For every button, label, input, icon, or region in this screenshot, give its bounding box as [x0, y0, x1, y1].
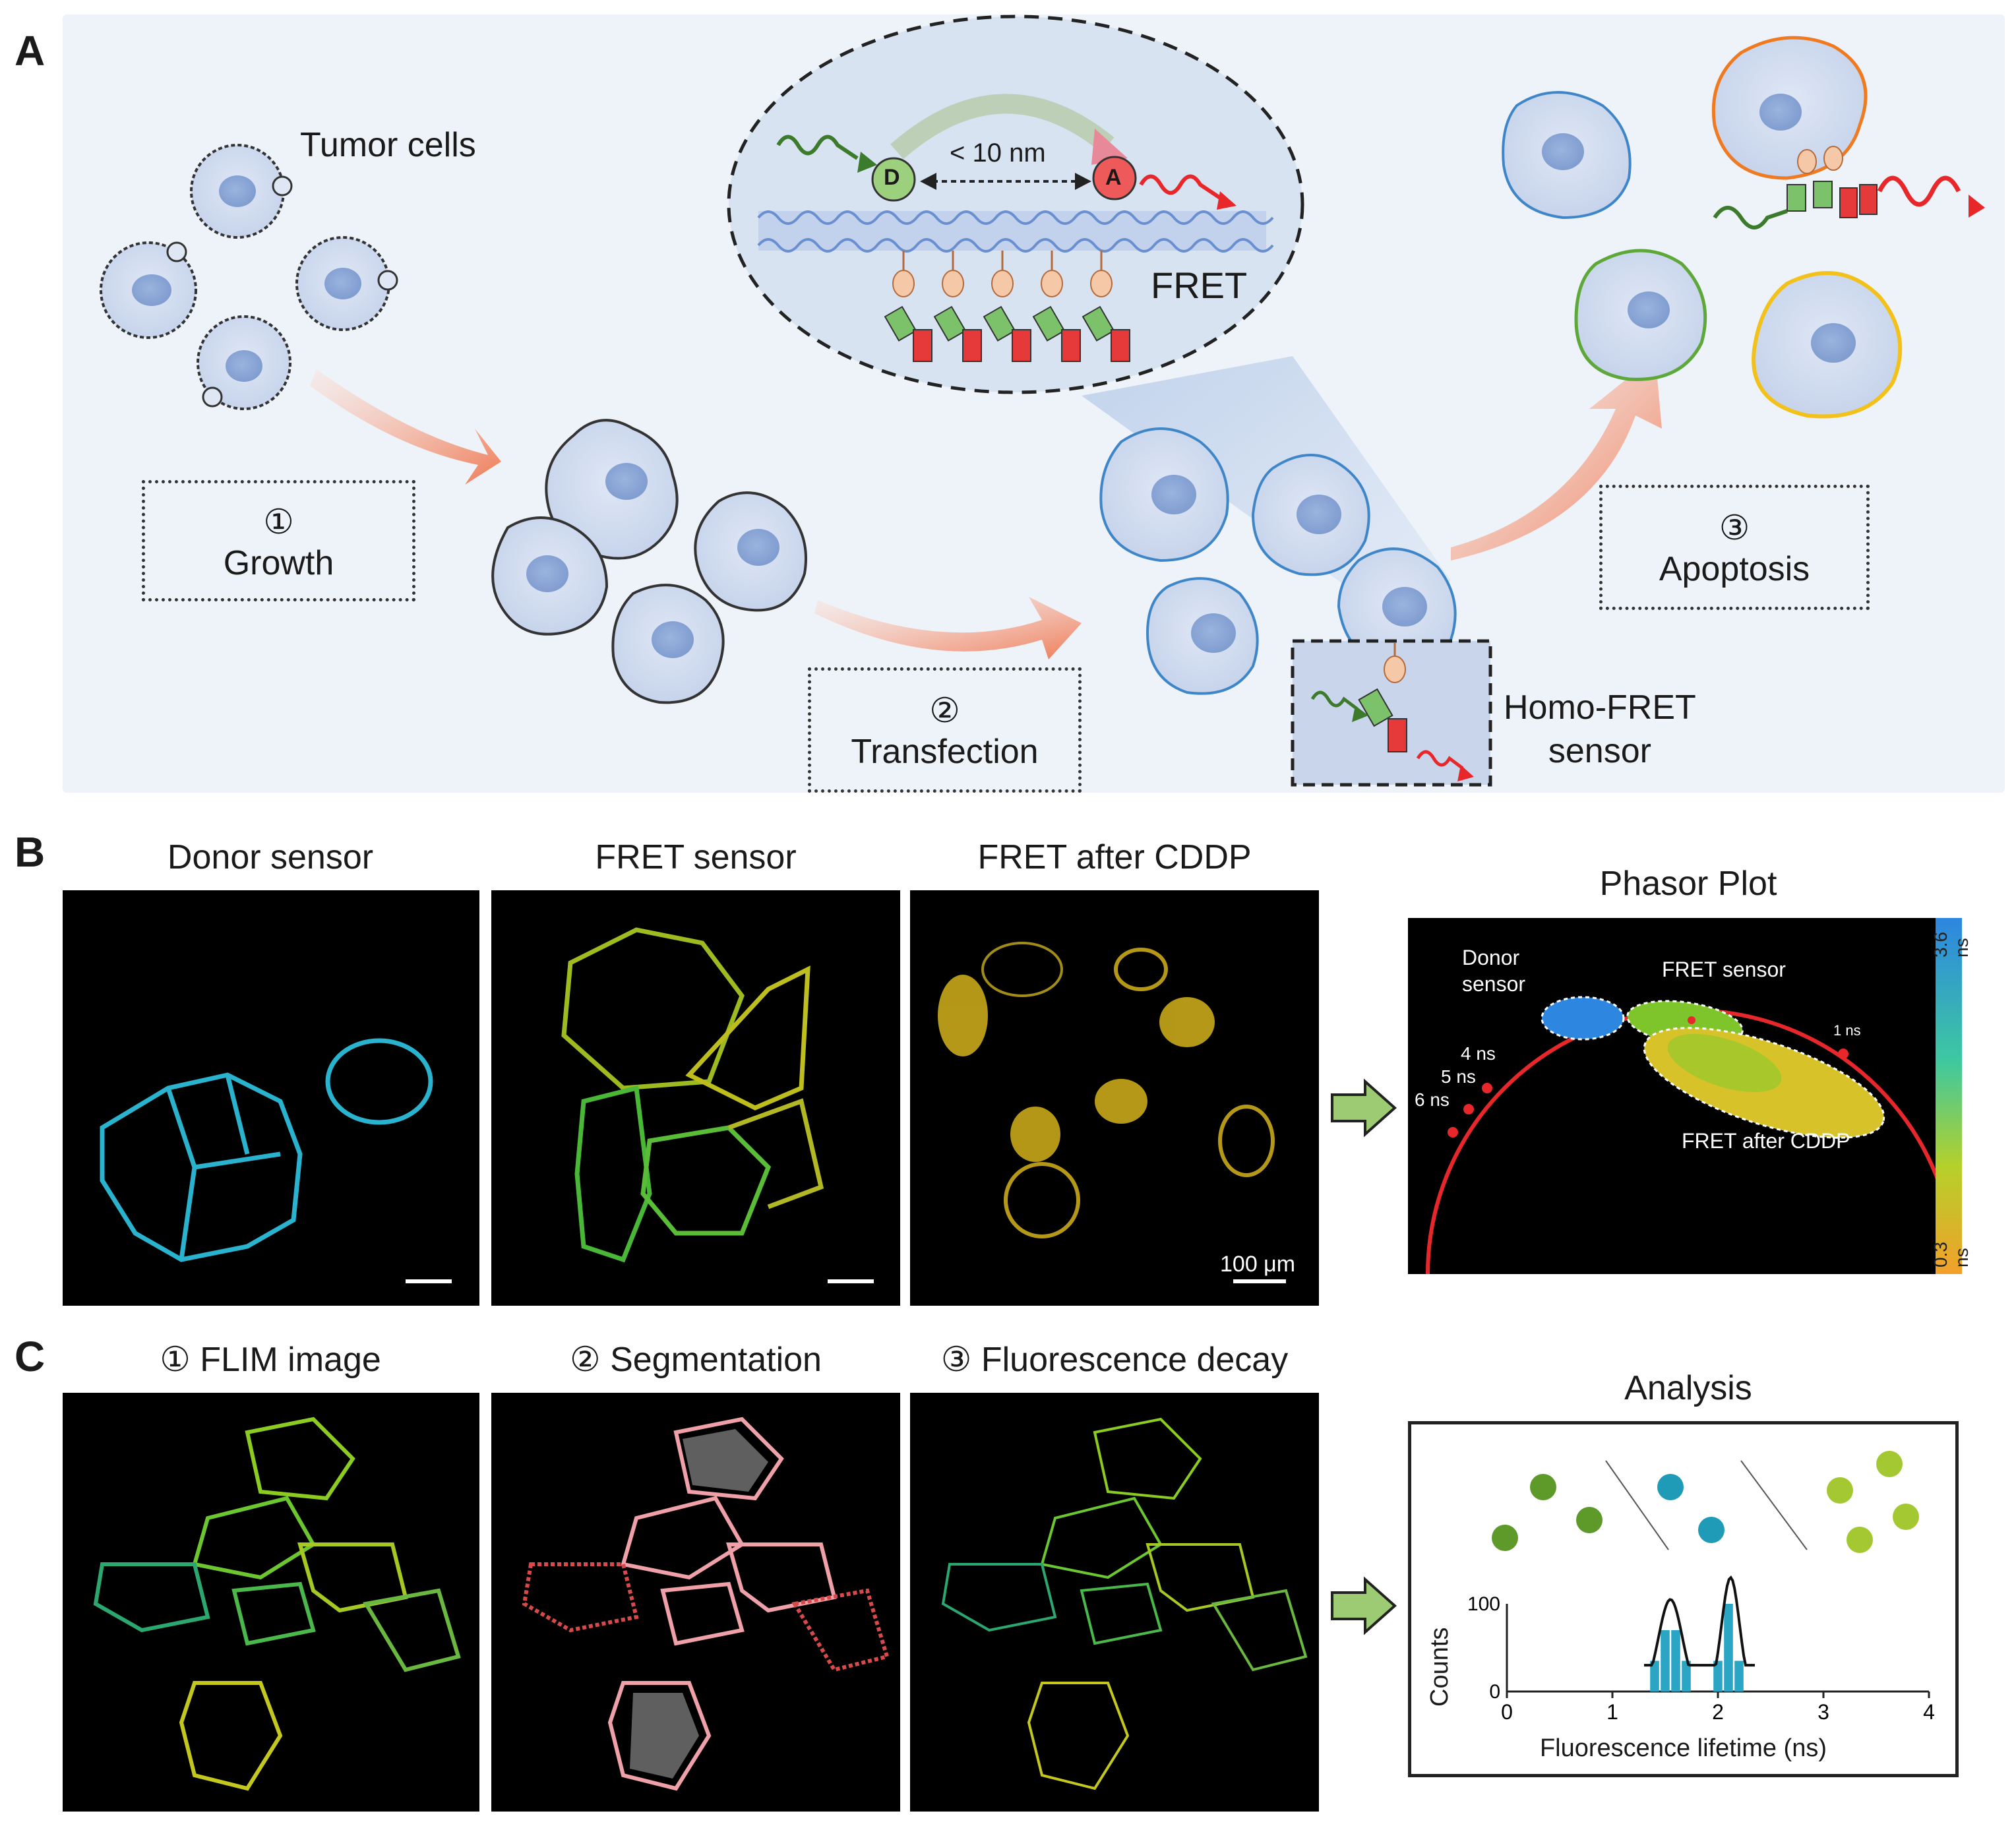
tumor-cell [100, 241, 197, 339]
arrow-to-phasor [1331, 1078, 1397, 1138]
phasor-tick-6ns: 6 ns [1415, 1089, 1450, 1110]
acceptor-letter: A [1105, 165, 1122, 190]
fret-label: FRET [1151, 264, 1248, 306]
step2-label: Transfection [851, 733, 1039, 771]
step-growth-box: ① Growth [142, 480, 415, 601]
phasor-donor-line2: sensor [1462, 972, 1526, 996]
homo-fret-line2: sensor [1548, 732, 1651, 770]
analysis-box: 0 1 2 3 4 100 0 Counts Fluorescence lifetime (… [1408, 1421, 1959, 1777]
panel-b-letter: B [15, 828, 46, 876]
step-apoptosis-box: ③ Apoptosis [1599, 485, 1870, 610]
tumor-cell [197, 315, 291, 410]
apoptotic-cell-green [1574, 249, 1707, 381]
phasor-tick-1ns: 1 ns [1833, 1022, 1861, 1039]
analysis-histogram: 0 1 2 3 4 100 0 [1467, 1575, 1935, 1724]
step-transfection-box: ② Transfection [808, 667, 1082, 793]
analysis-xlabel: Fluorescence lifetime (ns) [1539, 1734, 1827, 1762]
phasor-tick-4ns: 4 ns [1461, 1043, 1496, 1064]
membrane [757, 210, 1274, 253]
phasor-donor-line1: Donor [1462, 946, 1520, 969]
histogram-bar [1661, 1630, 1670, 1692]
scale-bar-label: 100 μm [1220, 1252, 1296, 1277]
histogram-bar [1734, 1661, 1744, 1692]
apoptotic-cell-yellow [1752, 271, 1903, 419]
amoeboid-cell [611, 584, 725, 704]
distance-label: < 10 nm [950, 138, 1046, 168]
acceptor-circle [1092, 156, 1137, 200]
donor-sensor-image [63, 890, 479, 1306]
amoeboid-cell [491, 516, 609, 636]
tumor-cell [295, 236, 398, 331]
phasor-fret-label: FRET sensor [1662, 958, 1786, 981]
colorbar-top-label: 3.6 ns [1930, 932, 1972, 958]
histogram-bar [1650, 1661, 1659, 1692]
x-tick-label: 1 [1606, 1700, 1618, 1724]
x-tick-label: 4 [1923, 1700, 1935, 1724]
analysis-dots [1492, 1451, 1919, 1553]
step1-label: Growth [223, 544, 334, 582]
arrow-to-analysis [1331, 1576, 1397, 1635]
flim-image [63, 1393, 479, 1812]
homo-fret-sensor [1310, 643, 1474, 781]
flim-image-title: ① FLIM image [160, 1341, 381, 1379]
histogram-bar [1724, 1604, 1733, 1692]
amoeboid-cell [694, 491, 807, 612]
x-tick-label: 0 [1501, 1700, 1513, 1724]
sensor-molecules-cluster [1713, 146, 1985, 229]
fluorescence-decay-image [910, 1393, 1319, 1812]
fret-sensors [884, 251, 1130, 362]
phasor-plot: Donor sensor FRET sensor FRET after CDDP… [1408, 918, 1972, 1275]
panel-a-illustration [100, 15, 1985, 787]
x-tick-label: 3 [1817, 1700, 1829, 1724]
phasor-plot-title: Phasor Plot [1599, 865, 1777, 903]
phasor-donor-label: Donor sensor [1462, 944, 1525, 997]
tumor-cell [190, 144, 293, 239]
panel-a-letter: A [15, 27, 46, 75]
fret-sensor-image [491, 890, 900, 1306]
tumor-cells-label: Tumor cells [300, 126, 476, 164]
y-tick-label: 100 [1467, 1593, 1500, 1615]
y-tick-label: 0 [1489, 1681, 1500, 1703]
histogram-bar [1682, 1661, 1691, 1692]
step1-number: ① [263, 503, 294, 541]
donor-circle [871, 157, 916, 202]
energy-transfer-arc [890, 94, 1115, 160]
segmentation-title: ② Segmentation [570, 1341, 822, 1379]
donor-sensor-title: Donor sensor [167, 838, 374, 876]
fret-after-cddp-title: FRET after CDDP [977, 838, 1252, 876]
step3-label: Apoptosis [1659, 550, 1810, 588]
apoptosis-arrow [1451, 356, 1662, 561]
phasor-tick-5ns: 5 ns [1441, 1066, 1476, 1087]
histogram-bar [1671, 1630, 1680, 1692]
panel-c-letter: C [15, 1333, 46, 1380]
fit-curve [1644, 1575, 1755, 1667]
donor-letter: D [884, 165, 900, 190]
growth-arrow [310, 369, 501, 485]
analysis-title: Analysis [1624, 1369, 1752, 1407]
apoptotic-cell-blue [1502, 91, 1632, 220]
homo-fret-label: Homo-FRET sensor [1504, 686, 1696, 773]
histogram-bar [1713, 1661, 1723, 1692]
analysis-ylabel: Counts [1426, 1627, 1453, 1707]
fret-after-cddp-image: 100 μm [910, 890, 1319, 1306]
amoeboid-cell [545, 419, 679, 560]
zoom-ellipse [727, 15, 1304, 394]
step3-number: ③ [1719, 509, 1750, 547]
transfected-cell [1099, 427, 1457, 695]
homo-fret-line1: Homo-FRET [1504, 688, 1696, 727]
x-tick-label: 2 [1712, 1700, 1724, 1724]
segmentation-image [491, 1393, 900, 1812]
fluorescence-decay-title: ③ Fluorescence decay [940, 1341, 1289, 1379]
phasor-fret-cddp-label: FRET after CDDP [1682, 1129, 1850, 1153]
colorbar-bottom-label: 0.3 ns [1930, 1242, 1972, 1267]
step2-number: ② [929, 692, 960, 730]
transfection-arrow [814, 597, 1082, 659]
fret-sensor-title: FRET sensor [595, 838, 797, 876]
